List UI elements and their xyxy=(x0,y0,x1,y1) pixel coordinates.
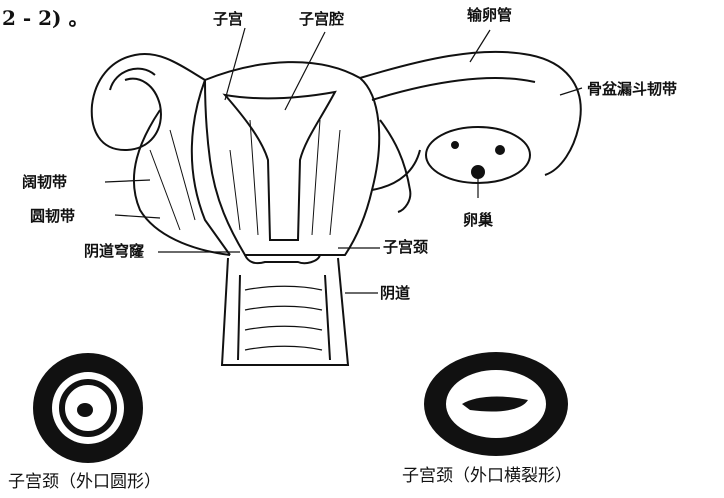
label-cervix: 子宫颈 xyxy=(383,240,428,255)
label-fallopian-tube: 输卵管 xyxy=(467,8,512,23)
right-tube-drawing xyxy=(360,52,581,175)
cervix-round-os-drawing xyxy=(33,353,143,463)
label-suspensory-ligament: 骨盆漏斗韧带 xyxy=(587,82,677,97)
label-vagina: 阴道 xyxy=(380,286,410,301)
label-uterine-cavity: 子宫腔 xyxy=(299,12,344,27)
caption-round-os: 子宫颈（外口圆形） xyxy=(8,474,161,491)
left-tube-drawing xyxy=(92,54,205,150)
cervix-drawing xyxy=(245,255,320,263)
label-uterus: 子宫 xyxy=(213,12,243,27)
label-ovary: 卵巢 xyxy=(463,213,493,228)
label-broad-ligament: 阔韧带 xyxy=(22,175,67,190)
label-round-ligament: 圆韧带 xyxy=(30,209,75,224)
uterine-cavity-drawing xyxy=(225,92,335,240)
cervix-transverse-os-drawing xyxy=(424,352,568,456)
text-fragment: 2 - 2) 。 xyxy=(2,8,88,28)
caption-transverse-os: 子宫颈（外口横裂形） xyxy=(402,468,572,485)
label-vaginal-fornix: 阴道穹窿 xyxy=(84,244,144,259)
